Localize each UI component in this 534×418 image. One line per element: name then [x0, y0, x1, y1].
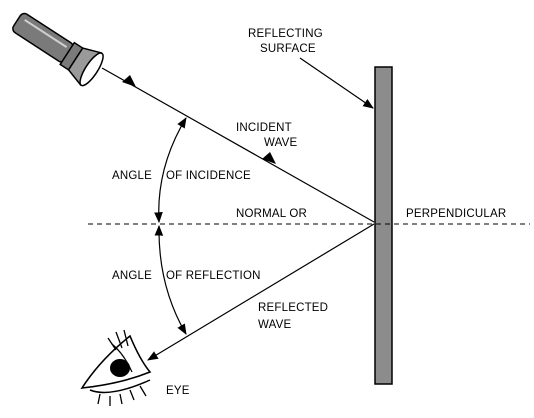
- angle-incidence-label-a: ANGLE: [112, 170, 152, 182]
- incident-arrowhead-2: [262, 152, 276, 164]
- reflecting-surface-label-1: REFLECTING: [248, 28, 323, 40]
- angle-incidence-arc: [154, 117, 187, 224]
- incident-arrowhead-1: [122, 75, 136, 87]
- angle-reflection-label-a: ANGLE: [112, 270, 152, 282]
- incident-wave-label-2: WAVE: [264, 137, 298, 149]
- flashlight-icon: [12, 12, 104, 87]
- reflecting-surface: [374, 66, 393, 385]
- reflected-wave-label-1: REFLECTED: [258, 302, 328, 314]
- perpendicular-label: PERPENDICULAR: [406, 208, 506, 220]
- incident-wave-label-1: INCIDENT: [236, 122, 292, 134]
- eye-icon: [80, 329, 152, 406]
- normal-label: NORMAL OR: [236, 208, 307, 220]
- surface-pointer: [299, 57, 374, 109]
- angle-reflection-arc: [154, 224, 187, 335]
- eye-label: EYE: [166, 385, 190, 397]
- angle-reflection-label-b: OF REFLECTION: [166, 270, 261, 282]
- reflected-wave-label-2: WAVE: [258, 319, 292, 331]
- reflecting-surface-label-2: SURFACE: [260, 43, 316, 55]
- incident-ray: [101, 67, 375, 223]
- reflected-ray: [147, 223, 375, 361]
- angle-incidence-label-b: OF INCIDENCE: [166, 170, 251, 182]
